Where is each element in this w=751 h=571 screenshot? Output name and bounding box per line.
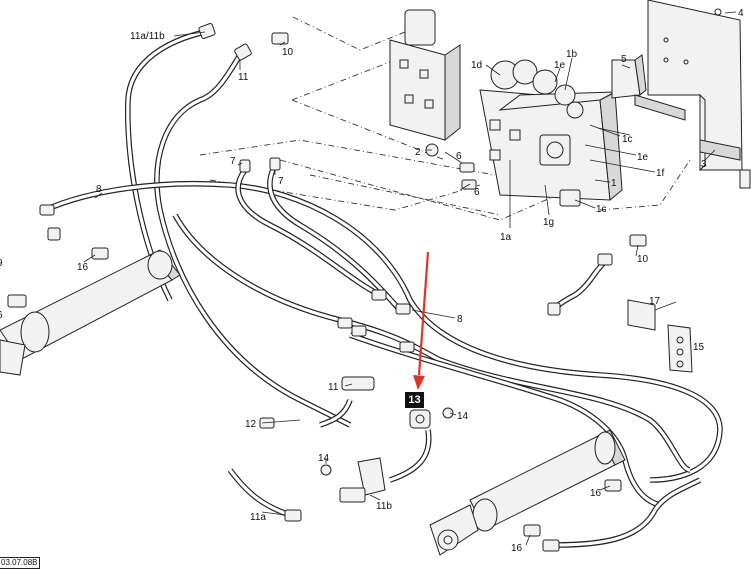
label-11-mid: 11 [328, 382, 339, 393]
label-6-left: 6 [0, 310, 3, 321]
label-17: 17 [649, 296, 661, 307]
label-5: 5 [621, 54, 627, 65]
hose-bracket [339, 457, 386, 503]
label-9: 9 [0, 258, 3, 269]
part-5-bracket [611, 54, 647, 99]
label-1c-low: 1c [596, 204, 607, 215]
hose-fittings [39, 23, 613, 552]
label-8-left: 8 [96, 184, 102, 195]
label-4: 4 [738, 8, 744, 19]
label-16-left: 16 [77, 262, 89, 273]
hose-7-b [267, 163, 403, 312]
hose-11a-bottom [227, 468, 291, 518]
label-1e-top: 1e [554, 60, 566, 71]
label-1b: 1b [566, 49, 578, 60]
hose-mid-sweep [172, 213, 691, 473]
cylinder-left [0, 249, 181, 376]
highlight-arrow [413, 251, 430, 390]
hose-bottom-right [554, 477, 702, 548]
hose-8-long [43, 180, 723, 483]
label-1c-top: 1c [622, 134, 633, 145]
label-1: 1 [611, 178, 617, 189]
control-valve-block [389, 9, 623, 207]
label-15: 15 [693, 342, 705, 353]
label-16-bottom: 16 [511, 543, 523, 554]
hose-10-right [550, 259, 607, 313]
label-1d: 1d [471, 60, 482, 71]
hose-to-cylinder-right [349, 332, 661, 508]
label-1a: 1a [500, 232, 512, 243]
label-11-top: 11 [238, 72, 249, 83]
label-1g: 1g [543, 217, 554, 228]
hose-11a-11b-top [125, 29, 206, 302]
label-14-b: 14 [318, 453, 330, 464]
label-6a: 6 [456, 151, 462, 162]
label-2: 2 [415, 147, 421, 158]
part-17-pad [627, 299, 656, 331]
label-1e-right: 1e [637, 152, 649, 163]
drawing-date-code: 03.07.08B [0, 557, 41, 569]
label-11b: 11b [376, 501, 392, 512]
label-6b: 6 [474, 187, 480, 198]
small-fittings [7, 32, 647, 537]
label-12: 12 [245, 419, 257, 430]
part-15-block [667, 324, 693, 373]
label-8-mid: 8 [457, 314, 463, 325]
label-11a-11b: 11a/11b [130, 31, 165, 42]
hose-11b [389, 429, 432, 483]
highlighted-part-13-label: 13 [405, 392, 424, 408]
part-11-12-fittings [259, 376, 375, 429]
part-labels: 11a/11b 10 11 1d 1e 1b 5 4 1c 1e 1f 3 1 … [0, 8, 744, 554]
label-10-top: 10 [282, 47, 294, 58]
cylinder-right [429, 429, 626, 556]
label-1f: 1f [656, 168, 665, 179]
label-10-right: 10 [637, 254, 649, 265]
leader-lines [83, 11, 737, 546]
label-14-a: 14 [457, 411, 469, 422]
label-11a: 11a [250, 512, 266, 523]
hose-7-a [235, 168, 382, 298]
label-3: 3 [701, 159, 707, 170]
mounting-plate [634, 0, 751, 189]
label-7a: 7 [230, 156, 236, 167]
label-16-right: 16 [590, 488, 602, 499]
hose-11-top [154, 53, 352, 428]
part-13-clamp [409, 409, 431, 429]
label-7b: 7 [278, 176, 284, 187]
